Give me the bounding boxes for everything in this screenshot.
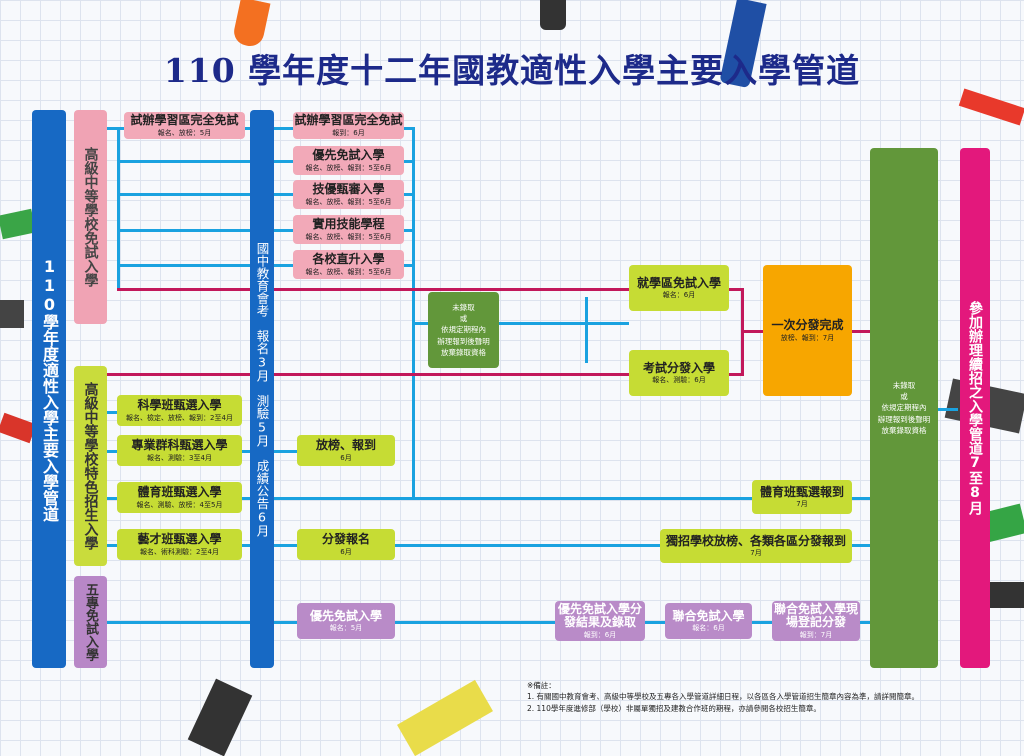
- connector-line-magenta: [852, 330, 870, 333]
- connector-line: [412, 127, 415, 499]
- connector-line: [499, 322, 629, 325]
- sports-class-box: 體育班甄選入學 報名、測驗、放榜：4至5月: [117, 482, 242, 513]
- sports-report-box: 體育班甄選報到 7月: [752, 480, 852, 514]
- connector-line: [107, 411, 117, 414]
- pencil-decoration-icon: [990, 582, 1024, 608]
- connector-line: [752, 621, 772, 624]
- connector-line: [107, 544, 117, 547]
- connector-line: [852, 497, 870, 500]
- connector-line: [860, 621, 870, 624]
- pencil-decoration-icon: [958, 88, 1024, 126]
- page-title: 110 學年度十二年國教適性入學主要入學管道: [163, 51, 861, 90]
- footnote-heading: ※備註：: [527, 681, 556, 690]
- connector-line: [117, 264, 293, 267]
- continued-recruitment-column: 參加辦理續招之入學管道7至8月: [960, 148, 990, 668]
- pencil-decoration-icon: [0, 300, 24, 328]
- connector-line: [585, 297, 588, 363]
- vocational-priority-result-box: 優先免試入學分發結果及錄取 報到：6月: [555, 601, 645, 641]
- vocational-joint-onsite-box: 聯合免試入學現場登記分發 報到：7月: [772, 601, 860, 641]
- pencil-decoration-icon: [187, 678, 253, 756]
- connector-line-magenta: [729, 373, 743, 376]
- connector-line: [395, 621, 555, 624]
- footnotes: ※備註： 1. 有關國中教育會考、高級中等學校及五專各入學管道詳細日程，以各區各…: [527, 680, 1007, 714]
- connector-line: [107, 497, 117, 500]
- main-channel-label: 110學年度適性入學主要入學管道: [40, 256, 59, 522]
- independent-recruit-box: 獨招學校放榜、各類各區分發報到 7月: [660, 529, 852, 563]
- connector-line: [938, 408, 958, 411]
- category-free-admission: 高級中等學校免試入學: [74, 110, 107, 324]
- connector-line: [117, 160, 293, 163]
- connector-line-magenta: [729, 288, 743, 291]
- distribution-signup-box: 分發報名 6月: [297, 529, 395, 560]
- science-class-box: 科學班甄選入學 報名、檢定、放榜、報到：2至4月: [117, 395, 242, 426]
- pencil-decoration-icon: [540, 0, 566, 30]
- vocational-joint-free-box: 聯合免試入學 報名：6月: [665, 603, 752, 639]
- footnote-item: 2. 110學年度進修部（學校）非屬單獨招及建教合作班的期程，亦請參閱各校招生簡…: [527, 703, 821, 713]
- pencil-decoration-icon: [0, 412, 37, 444]
- practical-skills-box: 實用技能學程 報名、放榜、報到：5至6月: [293, 215, 404, 244]
- connector-line: [404, 193, 414, 196]
- category-special-recruitment: 高級中等學校特色招生入學: [74, 366, 107, 566]
- connector-line: [404, 160, 414, 163]
- district-free-box: 就學區免試入學 報名：6月: [629, 265, 729, 311]
- connector-line-magenta: [107, 373, 629, 376]
- release-report-box: 放榜、報到 6月: [297, 435, 395, 466]
- connector-line: [242, 497, 752, 500]
- skills-screening-box: 技優甄審入學 報名、放榜、報到：5至6月: [293, 180, 404, 209]
- connector-line: [117, 193, 293, 196]
- connector-line: [852, 544, 870, 547]
- pencil-decoration-icon: [231, 0, 271, 49]
- not-admitted-box: 未錄取 或 依規定期程內 辦理報到後聲明 放棄錄取資格: [428, 292, 499, 368]
- connector-line-magenta: [741, 330, 763, 333]
- connector-line: [404, 127, 414, 130]
- connector-line: [107, 450, 117, 453]
- trial-full-free-report-box: 試辦學習區完全免試 報到：6月: [293, 112, 404, 139]
- footnote-item: 1. 有關國中教育會考、高級中等學校及五專各入學管道詳細日程，以各區各入學管道招…: [527, 692, 920, 702]
- connector-line: [404, 229, 414, 232]
- connector-line: [395, 544, 660, 547]
- connector-line: [107, 621, 297, 624]
- connector-line-magenta: [117, 288, 629, 291]
- pencil-decoration-icon: [397, 679, 493, 756]
- single-distribution-box: 一次分發完成 放榜、報到：7月: [763, 265, 852, 396]
- trial-full-free-box: 試辦學習區完全免試 報名、放榜：5月: [124, 112, 245, 139]
- priority-free-box: 優先免試入學 報名、放榜、報到：5至6月: [293, 146, 404, 175]
- professional-group-box: 專業群科甄選入學 報名、測驗：3至4月: [117, 435, 242, 466]
- vocational-priority-box: 優先免試入學 報名：5月: [297, 603, 395, 639]
- exam-distribution-box: 考試分發入學 報名、測驗：6月: [629, 350, 729, 396]
- connector-line: [412, 322, 428, 325]
- not-admitted-column: 未錄取 或 依規定期程內 辦理報到後聲明 放棄錄取資格: [870, 148, 938, 668]
- exam-column: 國中教育會考 報名3月 測驗5月 成績公告6月: [250, 110, 274, 668]
- arts-class-box: 藝才班甄選入學 報名、術科測驗：2至4月: [117, 529, 242, 560]
- category-vocational-free: 五專免試入學: [74, 576, 107, 668]
- connector-line: [645, 621, 665, 624]
- connector-line: [404, 264, 414, 267]
- connector-line: [117, 229, 293, 232]
- connector-line: [117, 127, 120, 290]
- connector-line: [107, 127, 125, 130]
- direct-promotion-box: 各校直升入學 報名、放榜、報到：5至6月: [293, 250, 404, 279]
- pencil-decoration-icon: [0, 208, 37, 240]
- main-channel-column: 110學年度適性入學主要入學管道: [32, 110, 66, 668]
